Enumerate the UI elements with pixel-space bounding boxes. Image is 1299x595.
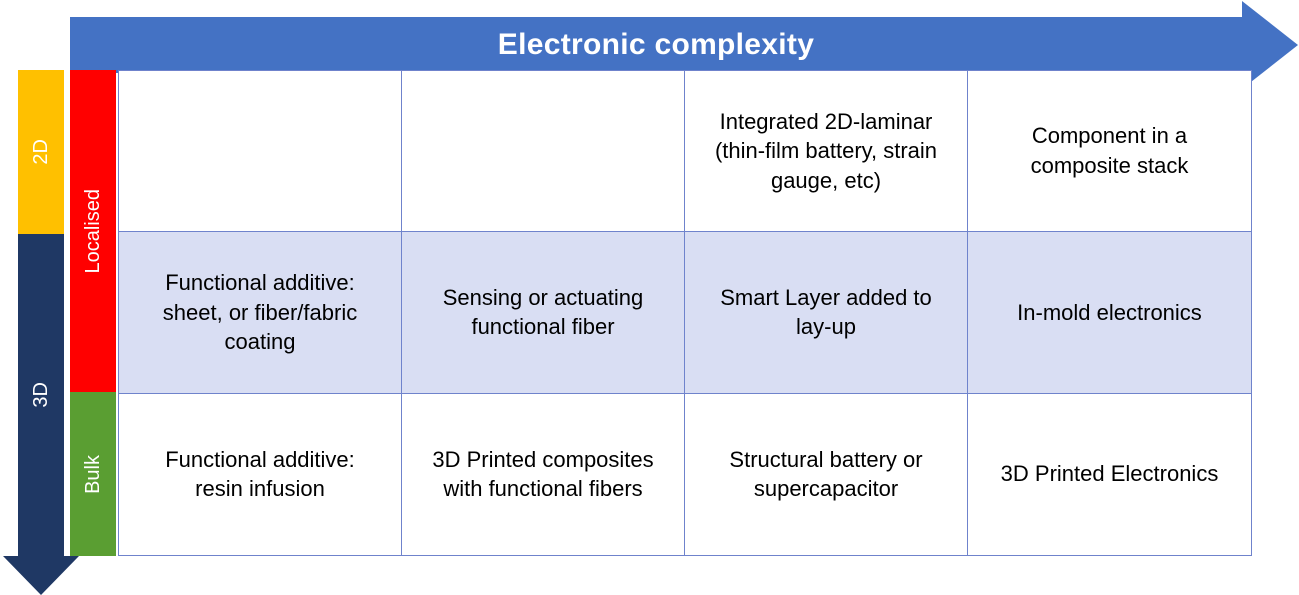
matrix-cell (402, 71, 685, 233)
x-axis-label: Electronic complexity (497, 28, 815, 61)
matrix-cell: 3D Printed composites with functional fi… (402, 393, 685, 555)
scope-bulk-label: Bulk (81, 454, 104, 494)
scope-localised-segment: Localised (70, 70, 116, 392)
matrix-cell: Sensing or actuating functional fiber (402, 232, 685, 394)
matrix-cell: In-mold electronics (968, 232, 1251, 394)
y-axis-3d-label: 3D (29, 382, 52, 408)
matrix-cell: Component in a composite stack (968, 71, 1251, 233)
scope-bulk-segment: Bulk (70, 392, 116, 556)
y-axis-2d-segment: 2D (18, 70, 64, 234)
matrix-cell (119, 71, 402, 233)
matrix-cell: 3D Printed Electronics (1000, 461, 1219, 487)
matrix-grid: Integrated 2D-laminar (thin-film battery… (118, 70, 1252, 556)
matrix-cell: Functional additive: resin infusion (119, 393, 402, 555)
scope-localised-label: Localised (81, 188, 104, 274)
y-axis-3d-segment: 3D (18, 234, 64, 556)
matrix-cell: Structural battery or supercapacitor (685, 393, 968, 555)
matrix-cell: Integrated 2D-laminar (thin-film battery… (685, 71, 968, 233)
x-axis-arrow: Electronic complexity (70, 17, 1242, 73)
matrix-cell: Functional additive: sheet, or fiber/fab… (119, 232, 402, 394)
y-axis-2d-label: 2D (29, 139, 52, 165)
matrix-cell: Smart Layer added to lay-up (685, 232, 968, 394)
arrowhead-down-icon (3, 556, 79, 595)
